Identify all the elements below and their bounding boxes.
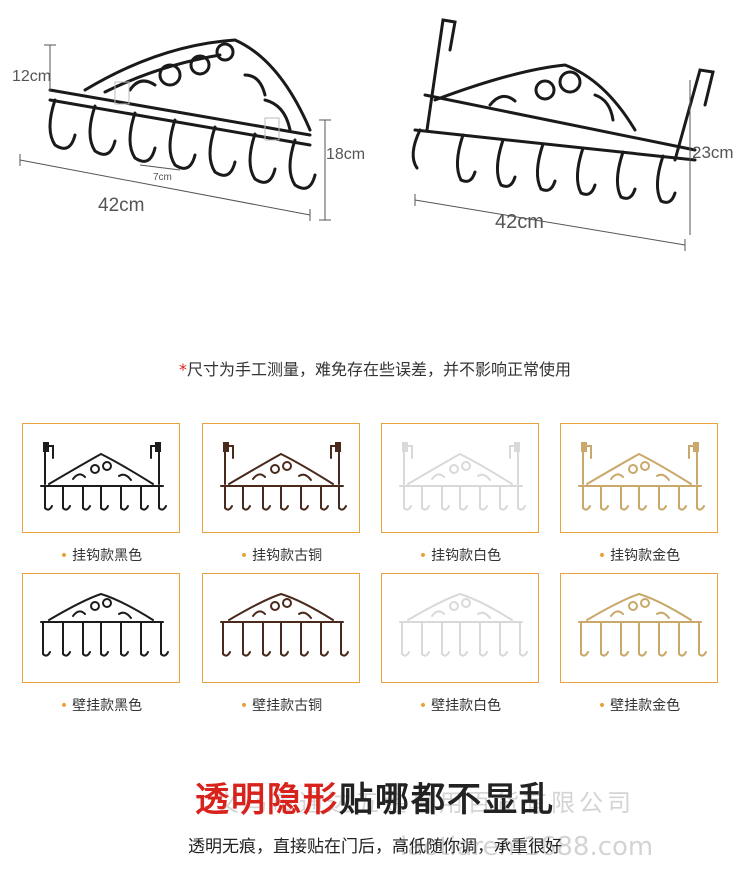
variant-label: •壁挂款金色 <box>554 695 724 715</box>
note-asterisk: * <box>178 360 187 379</box>
variant-card[interactable] <box>381 573 539 683</box>
bullet-icon: • <box>239 548 249 564</box>
wall-width-label: 42cm <box>98 195 145 216</box>
wall-rack-illustration <box>19 38 331 221</box>
door-rack-illustration <box>411 18 715 251</box>
variant-label: •壁挂款白色 <box>375 695 545 715</box>
note-text: 尺寸为手工测量，难免存在些误差，并不影响正常使用 <box>186 360 571 379</box>
variant-card[interactable] <box>202 573 360 683</box>
variant-label-text: 壁挂款白色 <box>431 698 502 714</box>
variant-label-text: 壁挂款黑色 <box>72 698 143 714</box>
bullet-icon: • <box>418 698 428 714</box>
variant-card[interactable] <box>560 423 718 533</box>
bullet-icon: • <box>59 548 69 564</box>
variant-label-text: 挂钩款金色 <box>610 548 681 564</box>
bullet-icon: • <box>597 698 607 714</box>
headline: 透明隐形贴哪都不显乱 <box>0 772 750 821</box>
door-rack-thumbnail <box>220 442 347 511</box>
bullet-icon: • <box>597 548 607 564</box>
variant-label: •壁挂款古铜 <box>196 695 366 715</box>
headline-black: 贴哪都不显乱 <box>339 780 555 820</box>
variant-label-text: 壁挂款金色 <box>610 698 681 714</box>
variant-label: •挂钩款古铜 <box>196 545 366 565</box>
variant-card[interactable] <box>381 423 539 533</box>
wall-rack-thumbnail <box>578 592 707 657</box>
wall-rack-thumbnail <box>220 592 349 657</box>
variant-label-text: 挂钩款古铜 <box>252 548 323 564</box>
variant-label-text: 挂钩款白色 <box>431 548 502 564</box>
variant-label-text: 挂钩款黑色 <box>72 548 143 564</box>
variant-label: •挂钩款白色 <box>375 545 545 565</box>
door-height-label: 23cm <box>692 143 734 162</box>
variant-label: •壁挂款黑色 <box>16 695 186 715</box>
door-rack-thumbnail <box>40 442 167 511</box>
variant-label-text: 壁挂款古铜 <box>252 698 323 714</box>
wall-rack-thumbnail <box>399 592 528 657</box>
door-rack-thumbnail <box>399 442 526 511</box>
variant-card[interactable] <box>22 423 180 533</box>
wall-height-label: 12cm <box>12 68 52 85</box>
bullet-icon: • <box>418 548 428 564</box>
hook-depth-label: 18cm <box>326 146 366 163</box>
subline: 透明无痕，直接贴在门后，高低随你调，承重很好 <box>188 837 562 857</box>
variant-label: •挂钩款黑色 <box>16 545 186 565</box>
watermark-url: laotiaren.1688.com <box>400 832 654 862</box>
bullet-icon: • <box>59 698 69 714</box>
bullet-icon: • <box>239 698 249 714</box>
variant-label: •挂钩款金色 <box>554 545 724 565</box>
watermark-company: 义乌市通达五金日用百货有限公司 <box>215 789 635 817</box>
measurement-note: *尺寸为手工测量，难免存在些误差，并不影响正常使用 <box>0 356 750 380</box>
variant-card[interactable] <box>560 573 718 683</box>
wall-rack-thumbnail <box>40 592 169 657</box>
headline-red: 透明隐形 <box>195 780 339 820</box>
variant-card[interactable] <box>22 573 180 683</box>
door-rack-thumbnail <box>578 442 705 511</box>
variant-card[interactable] <box>202 423 360 533</box>
door-width-label: 42cm <box>495 211 544 233</box>
hook-spacing-label: 7cm <box>153 172 172 183</box>
